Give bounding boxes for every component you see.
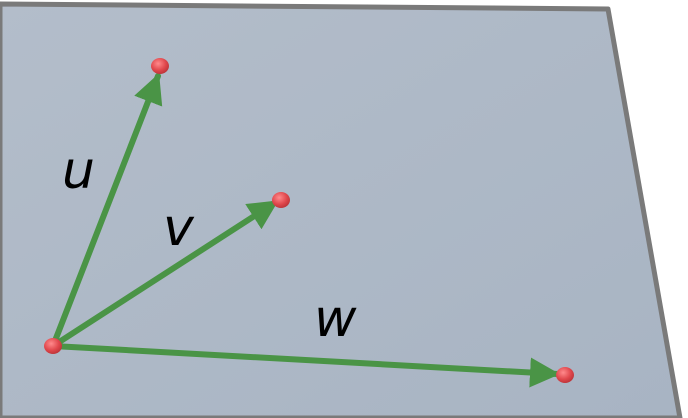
vector-w-arrow xyxy=(50,343,560,388)
vector-u-arrow xyxy=(50,73,163,349)
vector-u-label: u xyxy=(62,141,95,201)
vector-w-label: w xyxy=(314,289,357,349)
vector-v-tip-point xyxy=(272,192,290,208)
origin-point xyxy=(44,338,62,354)
vector-v-label: v xyxy=(163,198,195,258)
vector-v-arrow xyxy=(50,199,279,349)
vector-w-tip-point xyxy=(556,367,574,383)
vector-u-tip-point xyxy=(151,58,169,74)
